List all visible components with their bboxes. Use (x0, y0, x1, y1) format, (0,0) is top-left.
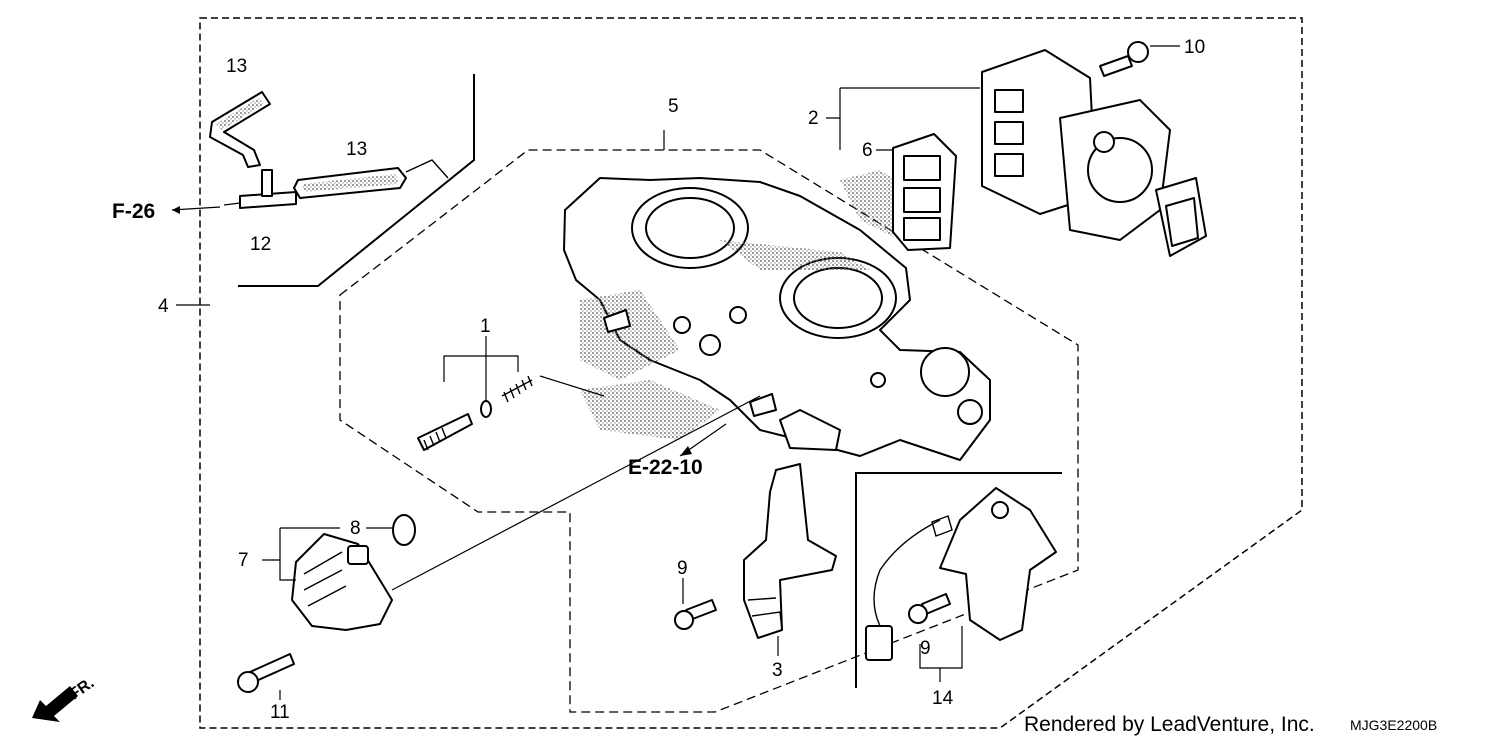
bolt-11 (237, 653, 295, 693)
tee-fitting (239, 169, 297, 209)
diagram-code: MJG3E2200B (1350, 717, 1437, 733)
assembly-frame-outline (199, 17, 1303, 729)
washer (480, 400, 492, 418)
sensor-harness-assembly (865, 487, 1057, 661)
hose-upper (209, 91, 271, 168)
screw-9-right (908, 593, 951, 624)
screw-9-left (674, 599, 717, 630)
gasket (892, 133, 957, 251)
callout-13-lower: 13 (346, 139, 367, 160)
harness-inset-boundary (855, 472, 1062, 688)
callout-13-upper: 13 (226, 56, 247, 77)
callout-4: 4 (158, 296, 169, 317)
bolt-10 (1099, 41, 1149, 77)
throttle-body-region-outline (339, 149, 1079, 713)
callout-9-left: 9 (677, 558, 688, 579)
callout-1: 1 (480, 316, 491, 337)
callout-8: 8 (350, 518, 361, 539)
callout-5: 5 (668, 96, 679, 117)
map-sensor (291, 533, 393, 631)
callout-12: 12 (250, 234, 271, 255)
spring (501, 375, 533, 403)
sensor-bracket (743, 463, 837, 639)
callout-10: 10 (1184, 37, 1205, 58)
callout-2: 2 (808, 108, 819, 129)
reference-e2210[interactable]: E-22-10 (628, 446, 703, 479)
idle-air-control-valve (981, 49, 1207, 257)
svg-text:F-26: F-26 (112, 200, 155, 223)
callout-6: 6 (862, 140, 873, 161)
idle-adjust-screw (417, 413, 473, 451)
callout-14: 14 (932, 688, 954, 709)
callout-11: 11 (270, 702, 290, 723)
hose-group-boundary (238, 74, 475, 287)
front-direction-arrow (32, 686, 78, 722)
svg-text:E-22-10: E-22-10 (628, 456, 703, 479)
hose-lower (293, 159, 449, 199)
credit-text: Rendered by LeadVenture, Inc. (1024, 713, 1315, 736)
o-ring (392, 514, 416, 546)
callout-3: 3 (772, 660, 783, 681)
callout-7: 7 (238, 550, 249, 571)
callout-9-right: 9 (920, 638, 931, 659)
reference-f26[interactable]: F-26 (112, 200, 221, 223)
